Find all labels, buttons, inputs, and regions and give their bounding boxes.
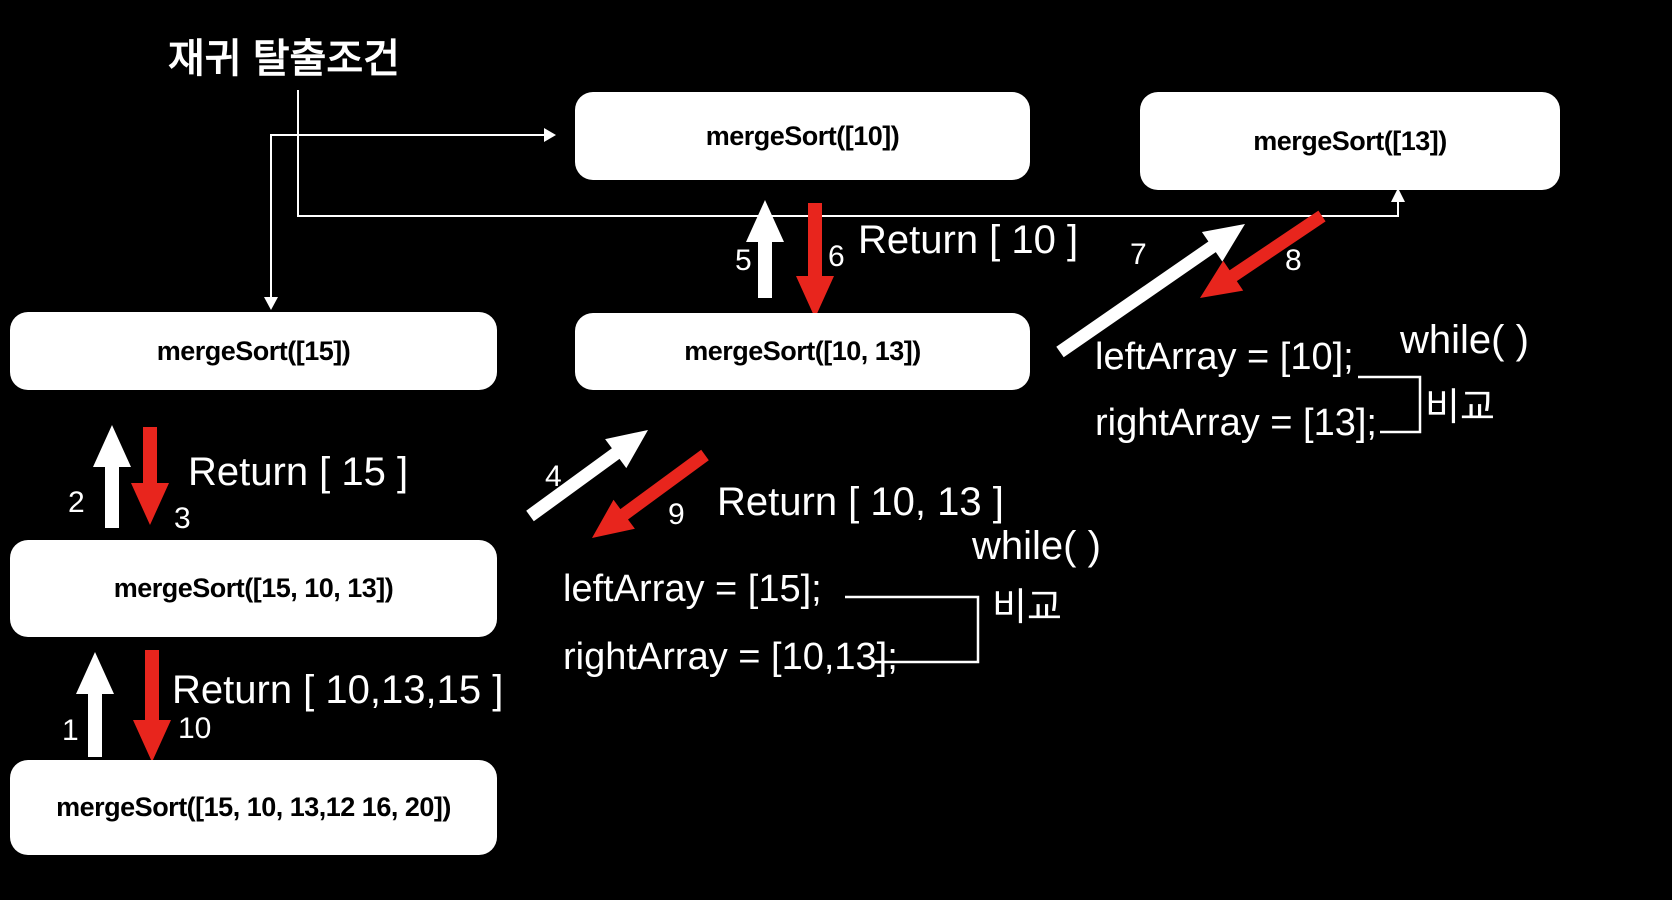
call-arrow-up-2-icon [93,425,131,528]
node-mergesort-15-10-13: mergeSort([15, 10, 13]) [10,540,497,637]
step-number-8: 8 [1285,244,1302,277]
exit-condition-branch-line [270,134,548,302]
node-mergesort-10-13: mergeSort([10, 13]) [575,313,1030,390]
return-arrow-down-6-icon [796,203,834,318]
mid-leftarray-line: leftArray = [15]; [563,568,822,610]
step-number-3: 3 [174,502,191,535]
right-while-label: while( ) [1400,318,1529,362]
mid-annotation-bracket-line [845,595,980,664]
node-mergesort-full: mergeSort([15, 10, 13,12 16, 20]) [10,760,497,855]
right-leftarray-line: leftArray = [10]; [1095,336,1354,378]
step-number-9: 9 [668,498,685,531]
node-mergesort-13: mergeSort([13]) [1140,92,1560,190]
step-number-1: 1 [62,714,79,747]
call-arrow-diagonal-4-icon [526,430,648,522]
right-rightarray-line: rightArray = [13]; [1095,402,1377,444]
mid-rightarray-line: rightArray = [10,13]; [563,636,898,678]
connector-arrowhead-right-icon [544,128,556,142]
node-mergesort-15: mergeSort([15]) [10,312,497,390]
node-mergesort-10: mergeSort([10]) [575,92,1030,180]
mid-compare-label: 비교 [992,587,1062,629]
step-number-7: 7 [1130,238,1147,271]
call-arrow-diagonal-7-icon [1056,224,1245,358]
node-mergesort-15-label: mergeSort([15]) [156,335,351,366]
return-label-10: Return [ 10 ] [858,218,1079,262]
return-label-10-13: Return [ 10, 13 ] [717,480,1004,524]
return-label-10-13-15: Return [ 10,13,15 ] [172,668,504,712]
step-number-2: 2 [68,486,85,519]
connector-arrowhead-down-icon [264,297,278,310]
node-mergesort-15-10-13-label: mergeSort([15, 10, 13]) [113,573,394,603]
return-arrow-down-10-icon [133,650,171,762]
right-compare-label: 비교 [1425,387,1495,429]
exit-condition-connector-line [297,90,1399,217]
return-arrow-down-3-icon [131,427,169,525]
node-mergesort-10-13-label: mergeSort([10, 13]) [684,336,921,366]
connector-arrowhead-up-icon [1391,188,1405,202]
return-label-15: Return [ 15 ] [188,450,409,494]
return-arrow-diagonal-8-icon [1200,210,1326,298]
return-arrow-diagonal-9-icon [592,449,709,538]
step-number-10: 10 [178,712,212,745]
exit-condition-title: 재귀 탈출조건 [168,37,400,81]
mid-while-label: while( ) [972,524,1101,568]
step-number-5: 5 [735,244,752,277]
call-arrow-up-1-icon [76,652,114,757]
node-mergesort-13-label: mergeSort([13]) [1253,125,1447,156]
node-mergesort-10-label: mergeSort([10]) [705,120,900,151]
right-annotation-bracket-line [1358,375,1422,434]
step-number-6: 6 [828,240,845,273]
call-arrow-up-5-icon [746,200,784,298]
node-mergesort-full-label: mergeSort([15, 10, 13,12 16, 20]) [56,792,451,822]
step-number-4: 4 [545,460,562,493]
